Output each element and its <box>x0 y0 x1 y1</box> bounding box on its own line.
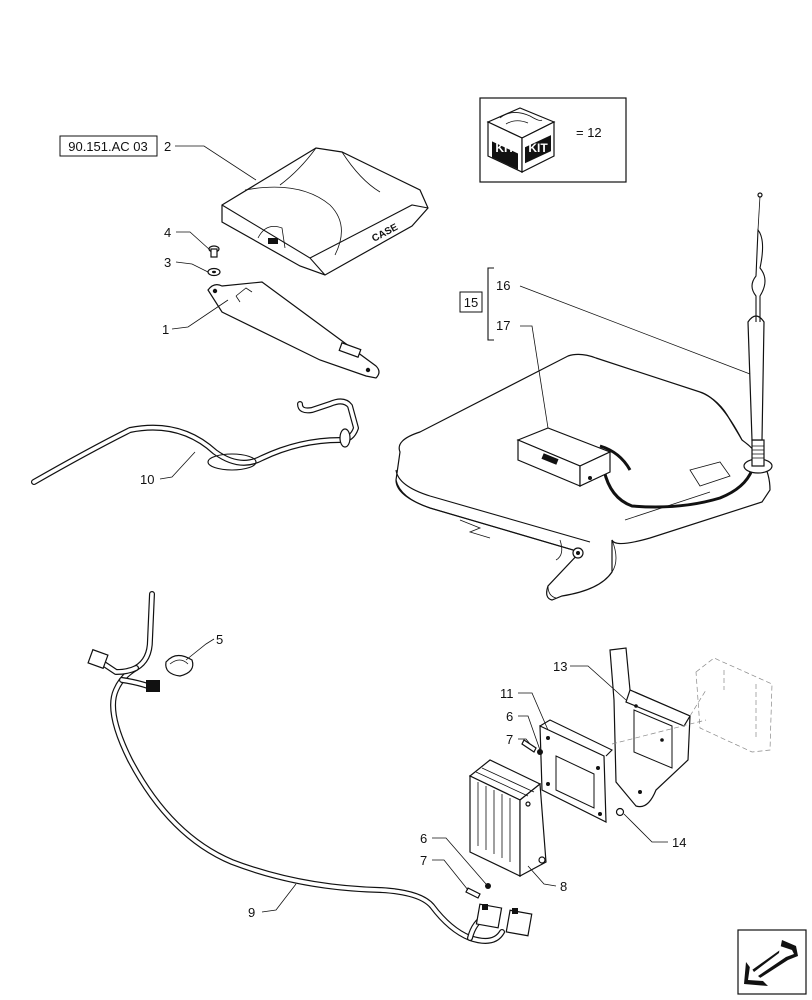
group-box-text: 15 <box>464 295 478 310</box>
callout-16: 16 <box>496 278 510 293</box>
reference-box[interactable]: 90.151.AC 03 <box>59 135 158 157</box>
part-8-controller <box>468 759 547 878</box>
part-7-screw-upper <box>521 739 537 753</box>
part-6-nut-lower <box>485 883 491 889</box>
callout-11: 11 <box>500 686 514 701</box>
part-17-module <box>516 427 612 487</box>
kit-box-icon: KIT KIT <box>486 107 556 173</box>
callout-17: 17 <box>496 318 510 333</box>
next-page-arrow-icon <box>744 940 798 986</box>
callout-7-upper: 7 <box>506 732 513 747</box>
callout-14: 14 <box>672 835 686 850</box>
callout-6-upper: 6 <box>506 709 513 724</box>
callout-6-lower: 6 <box>420 831 427 846</box>
cab-frame-ghost <box>611 657 773 753</box>
callout-7-lower: 7 <box>420 853 427 868</box>
kit-equals-text: = 12 <box>576 125 602 140</box>
part-3-washer <box>207 267 221 277</box>
kit-label-left: KIT <box>495 141 515 155</box>
part-16-antenna <box>743 192 773 474</box>
part-1-bracket <box>207 281 380 379</box>
leader-lines <box>159 145 751 913</box>
part-10-cable <box>31 398 359 485</box>
kit-box: KIT KIT = 12 <box>479 97 627 183</box>
part-9-harness <box>87 591 533 944</box>
part-2-cover: CASE <box>221 147 429 276</box>
callout-4: 4 <box>164 225 171 240</box>
callout-1: 1 <box>162 322 169 337</box>
part-7-screw-lower <box>465 887 481 899</box>
part-5-clip <box>165 654 194 677</box>
cab-roof <box>395 192 773 601</box>
callout-2: 2 <box>164 139 171 154</box>
reference-box-text: 90.151.AC 03 <box>68 139 148 154</box>
callout-9: 9 <box>248 905 255 920</box>
callout-3: 3 <box>164 255 171 270</box>
part-4-bolt <box>208 245 220 258</box>
part-11-plate <box>539 719 613 823</box>
callout-8: 8 <box>560 879 567 894</box>
callout-10: 10 <box>140 472 154 487</box>
group-bracket-15: 15 <box>459 267 494 341</box>
kit-label-right: KIT <box>528 141 548 155</box>
part-14-washer <box>615 807 625 817</box>
callout-labels: 2 4 3 1 10 16 17 5 13 11 6 7 14 6 7 8 9 <box>140 139 686 920</box>
part-13-bracket <box>609 647 691 808</box>
callout-13: 13 <box>553 659 567 674</box>
part-6-nut-upper <box>537 749 543 755</box>
callout-5: 5 <box>216 632 223 647</box>
next-page-button[interactable] <box>737 929 807 995</box>
